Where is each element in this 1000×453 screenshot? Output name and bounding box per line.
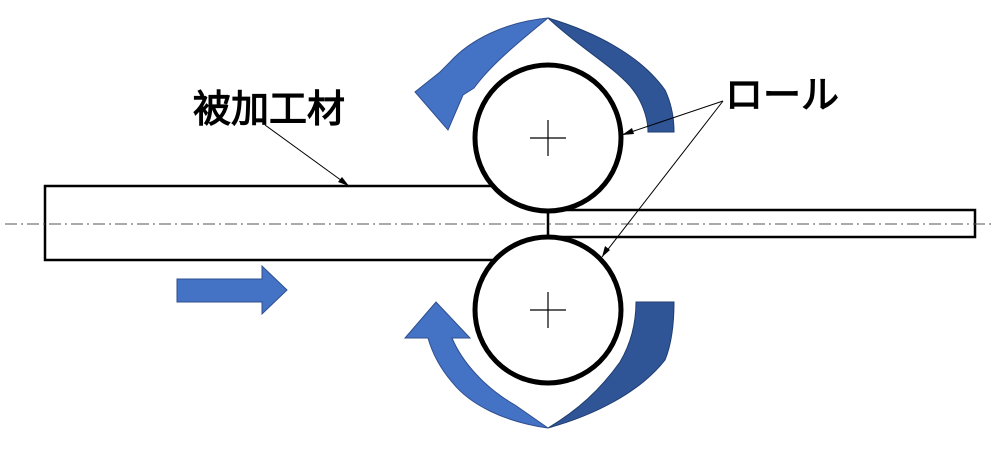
lower-rotation-arrow-icon bbox=[403, 301, 675, 429]
workpiece-label: 被加工材 bbox=[193, 87, 345, 131]
upper-rotation-arrow-icon bbox=[414, 17, 675, 133]
upper-roll bbox=[472, 62, 624, 214]
roll-leader-lower bbox=[601, 100, 724, 258]
workpiece bbox=[43, 184, 977, 262]
feed-direction-arrow-icon bbox=[176, 264, 288, 316]
lower-roll bbox=[472, 234, 624, 386]
roll-leader-upper bbox=[621, 100, 724, 136]
workpiece-thick-section bbox=[43, 184, 552, 262]
roll-label: ロール bbox=[725, 73, 839, 117]
workpiece-leader bbox=[264, 124, 350, 187]
